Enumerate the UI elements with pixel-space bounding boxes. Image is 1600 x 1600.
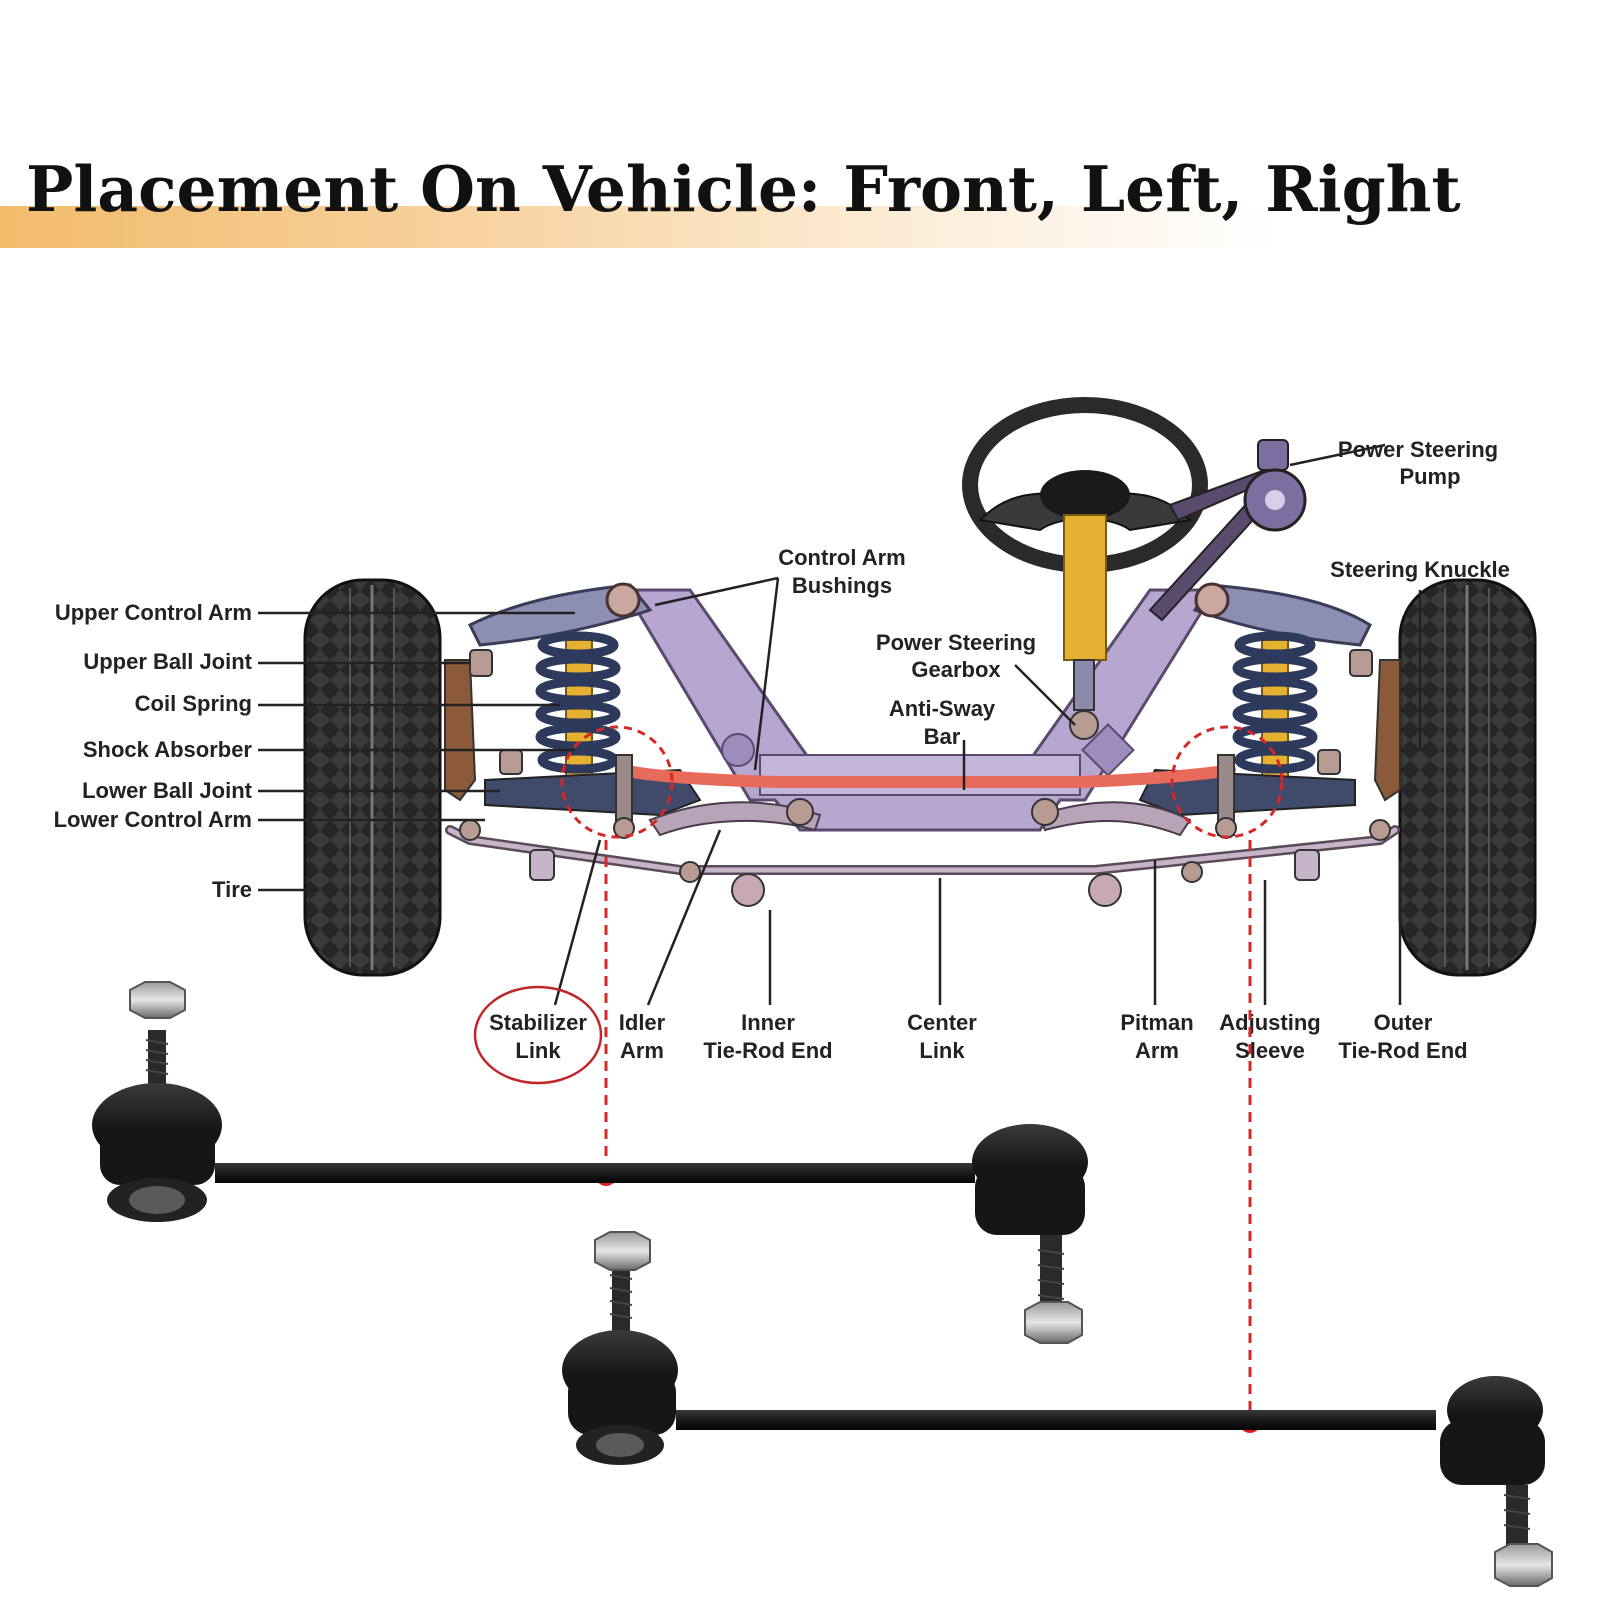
left-upper-control-arm — [467, 583, 653, 647]
steering-column — [1063, 514, 1107, 740]
label-tire: Tire — [212, 877, 252, 902]
right-upper-control-arm — [1192, 583, 1372, 647]
label-coil-spring: Coil Spring — [135, 691, 252, 716]
label-stabilizer-link-2: Link — [515, 1038, 561, 1063]
label-power-steering-pump-1: Power Steering — [1338, 437, 1498, 462]
label-outer-tie-rod-end-1: Outer — [1374, 1010, 1433, 1035]
label-lower-ball-joint: Lower Ball Joint — [82, 778, 253, 803]
label-adjusting-sleeve-2: Sleeve — [1235, 1038, 1305, 1063]
left-tire — [303, 578, 442, 977]
label-pitman-arm-1: Pitman — [1120, 1010, 1193, 1035]
label-anti-sway-bar-2: Bar — [924, 724, 961, 749]
label-center-link-1: Center — [907, 1010, 977, 1035]
anti-sway-bar — [619, 764, 1236, 788]
label-inner-tie-rod-end-1: Inner — [741, 1010, 795, 1035]
label-power-steering-pump-2: Pump — [1399, 464, 1460, 489]
right-steering-knuckle — [1373, 659, 1401, 802]
label-steering-knuckle: Steering Knuckle — [1330, 557, 1510, 582]
label-outer-tie-rod-end-2: Tie-Rod End — [1338, 1038, 1467, 1063]
label-adjusting-sleeve-1: Adjusting — [1219, 1010, 1320, 1035]
right-highlight-circle — [1170, 725, 1284, 839]
left-coil-spring — [535, 631, 621, 781]
leader-lines — [258, 443, 1422, 1006]
stabilizer-link-product-1 — [92, 981, 1088, 1344]
label-upper-control-arm: Upper Control Arm — [55, 600, 252, 625]
stabilizer-link-label-circle — [473, 985, 603, 1085]
label-power-steering-gearbox-2: Gearbox — [911, 657, 1001, 682]
stabilizer-links-on-vehicle — [613, 754, 1237, 839]
label-center-link-2: Link — [919, 1038, 965, 1063]
label-upper-ball-joint: Upper Ball Joint — [83, 649, 252, 674]
stabilizer-link-product-2 — [562, 1231, 1553, 1587]
label-stabilizer-link-1: Stabilizer — [489, 1010, 587, 1035]
right-lower-control-arm — [1138, 768, 1356, 817]
steering-linkage — [445, 819, 1400, 907]
title-highlight-band — [0, 206, 1600, 248]
page-title: Placement On Vehicle: Front, Left, Right — [26, 152, 1461, 226]
right-control-arm-bushing — [1194, 582, 1230, 618]
label-inner-tie-rod-end-2: Tie-Rod End — [703, 1038, 832, 1063]
left-control-arm-bushing — [605, 582, 641, 618]
right-coil-spring — [1232, 631, 1318, 781]
label-shock-absorber: Shock Absorber — [83, 737, 253, 762]
frame — [622, 588, 1218, 832]
label-pitman-arm-2: Arm — [1135, 1038, 1179, 1063]
label-idler-arm-1: Idler — [619, 1010, 666, 1035]
right-lower-link — [1038, 801, 1192, 837]
label-control-arm-bushings-2: Bushings — [792, 573, 892, 598]
label-idler-arm-2: Arm — [620, 1038, 664, 1063]
left-highlight-circle — [560, 725, 674, 839]
left-lower-link — [648, 801, 822, 837]
power-steering-pump — [1148, 439, 1307, 622]
ball-joints — [469, 649, 1373, 826]
label-anti-sway-bar-1: Anti-Sway — [889, 696, 996, 721]
left-steering-knuckle — [444, 659, 477, 802]
label-control-arm-bushings-1: Control Arm — [778, 545, 906, 570]
label-power-steering-gearbox-1: Power Steering — [876, 630, 1036, 655]
label-lower-control-arm: Lower Control Arm — [54, 807, 252, 832]
